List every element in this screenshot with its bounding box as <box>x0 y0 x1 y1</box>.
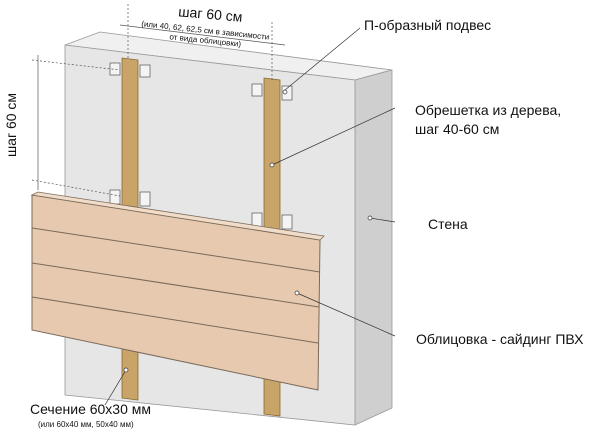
cladding-label: Облицовка - сайдинг ПВХ <box>416 331 584 347</box>
section-note: (или 60x40 мм, 50x40 мм) <box>38 420 134 429</box>
wall-side <box>354 69 393 426</box>
leader-dots <box>123 89 373 373</box>
dimension-lines <box>31 4 286 197</box>
batten-label-2: шаг 40-60 см <box>415 121 499 137</box>
siding <box>30 191 325 391</box>
hangers <box>109 62 293 230</box>
step-top-label: шаг 60 см <box>178 3 243 25</box>
wall-label: Стена <box>428 216 468 232</box>
section-label: Сечение 60x30 мм <box>30 401 151 417</box>
batten-label-1: Обрешетка из дерева, <box>415 102 561 118</box>
step-left-label: шаг 60 см <box>3 93 19 157</box>
hanger-label: П-образный подвес <box>364 17 491 33</box>
leader-lines <box>104 27 396 406</box>
